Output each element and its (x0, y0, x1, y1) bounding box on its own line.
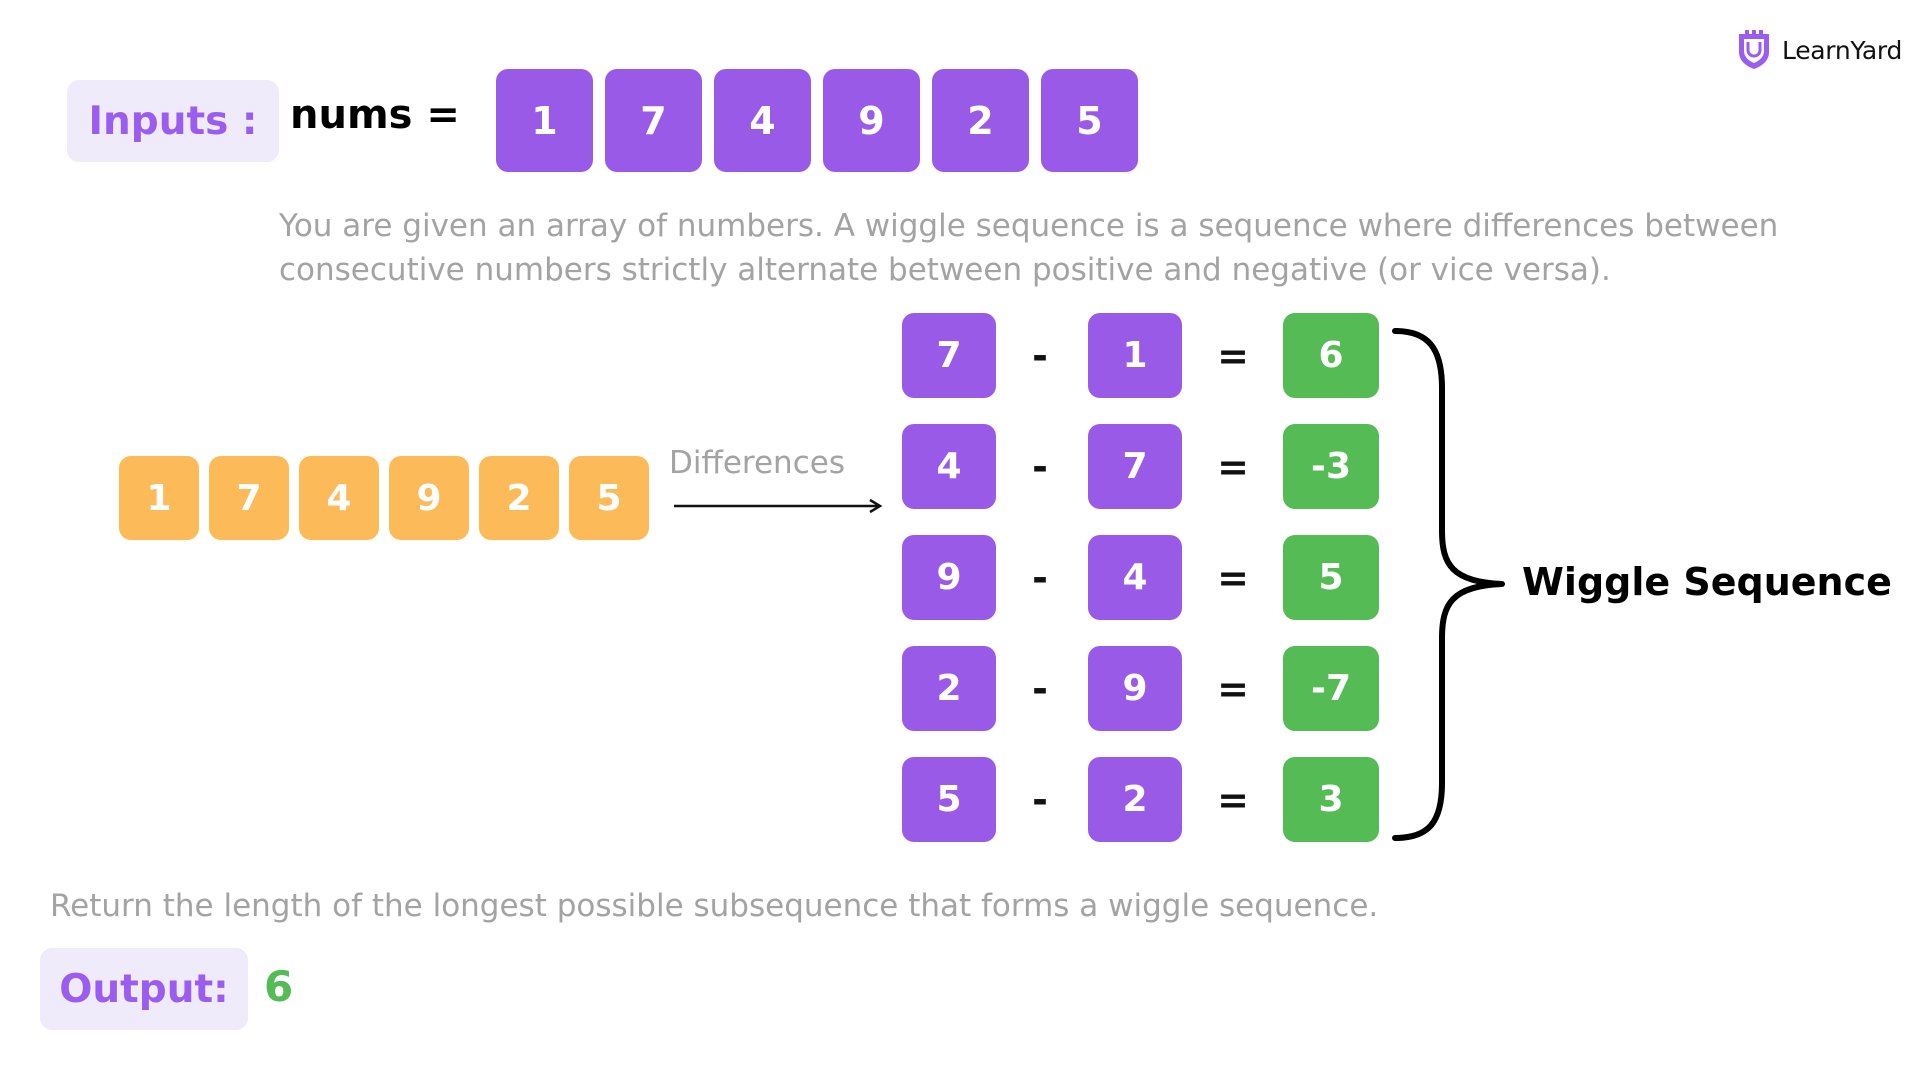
input-array-cell: 9 (823, 69, 920, 172)
equals-sign: = (1217, 777, 1249, 822)
subtrahend-cell: 4 (1088, 535, 1182, 620)
minuend-cell: 4 (902, 424, 996, 509)
curly-brace-icon (1390, 326, 1510, 850)
sequence-cell: 5 (569, 456, 649, 540)
difference-cell: 3 (1283, 757, 1379, 842)
equals-sign: = (1217, 555, 1249, 600)
difference-cell: -7 (1283, 646, 1379, 731)
minuend-cell: 9 (902, 535, 996, 620)
sequence-cell: 9 (389, 456, 469, 540)
equals-sign: = (1217, 333, 1249, 378)
learnyard-logo: LearnYard (1736, 28, 1902, 72)
input-array-cell: 5 (1041, 69, 1138, 172)
subtrahend-cell: 1 (1088, 313, 1182, 398)
minus-sign: - (1032, 555, 1048, 600)
minuend-cell: 2 (902, 646, 996, 731)
brand-name: LearnYard (1782, 35, 1903, 65)
input-array-cell: 7 (605, 69, 702, 172)
sequence-cell: 1 (119, 456, 199, 540)
description-line: You are given an array of numbers. A wig… (279, 208, 1779, 244)
input-array-cell: 4 (714, 69, 811, 172)
input-array: 1 7 4 9 2 5 (496, 69, 1138, 172)
right-arrow-icon (672, 498, 884, 518)
minuend-cell: 5 (902, 757, 996, 842)
sequence-cell: 2 (479, 456, 559, 540)
task-statement: Return the length of the longest possibl… (50, 888, 1379, 924)
inputs-label: Inputs : (67, 80, 279, 162)
minuend-cell: 7 (902, 313, 996, 398)
subtrahend-cell: 7 (1088, 424, 1182, 509)
output-label: Output: (40, 948, 248, 1030)
subtrahend-cell: 9 (1088, 646, 1182, 731)
minus-sign: - (1032, 444, 1048, 489)
difference-cell: 6 (1283, 313, 1379, 398)
shield-logo-icon (1736, 30, 1772, 70)
description-line: consecutive numbers strictly alternate b… (279, 252, 1611, 288)
difference-cell: -3 (1283, 424, 1379, 509)
equals-sign: = (1217, 666, 1249, 711)
problem-description: You are given an array of numbers. A wig… (279, 204, 1879, 292)
minus-sign: - (1032, 666, 1048, 711)
nums-variable-label: nums = (290, 92, 460, 138)
difference-cell: 5 (1283, 535, 1379, 620)
minus-sign: - (1032, 777, 1048, 822)
sequence-cell: 4 (299, 456, 379, 540)
wiggle-sequence-label: Wiggle Sequence (1522, 560, 1892, 604)
input-array-cell: 2 (932, 69, 1029, 172)
equals-sign: = (1217, 444, 1249, 489)
sequence-cell: 7 (209, 456, 289, 540)
sequence-array: 1 7 4 9 2 5 (119, 456, 649, 540)
output-value: 6 (264, 962, 294, 1011)
subtrahend-cell: 2 (1088, 757, 1182, 842)
minus-sign: - (1032, 333, 1048, 378)
differences-label: Differences (669, 445, 845, 481)
input-array-cell: 1 (496, 69, 593, 172)
